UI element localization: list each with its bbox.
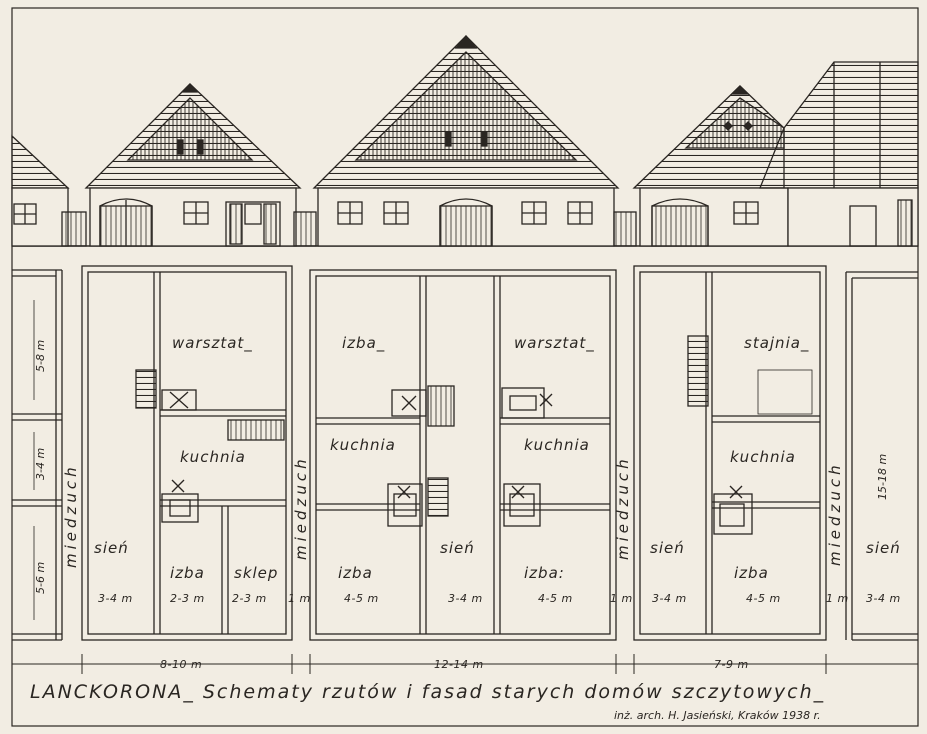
dim-gap-3: 1 m [826, 592, 849, 605]
facade-house-3 [632, 85, 789, 247]
dim-depth-15-18: 15-18 m [876, 454, 889, 500]
facade-house-left-partial [11, 134, 87, 247]
dim-p3-izba: 4-5 m [746, 592, 781, 605]
dim-gap-2: 1 m [610, 592, 633, 605]
room-label-izba-2: izba_ [342, 334, 385, 353]
room-label-izba-1: izba [170, 564, 205, 582]
room-label-kuchnia-2a: kuchnia [330, 436, 396, 454]
plan-left-partial [12, 269, 63, 641]
miedzuch-label-2: miedzuch [292, 455, 310, 560]
room-label-warsztat-1: warsztat_ [172, 334, 253, 353]
plan-house-1 [81, 265, 293, 641]
plan-right-partial [845, 271, 918, 641]
dim-p2-izba-b: 4-5 m [538, 592, 573, 605]
dim-depth-5-8: 5-8 m [34, 340, 47, 372]
room-label-izba-2b: izba [338, 564, 373, 582]
room-label-stajnia-3: stajnia_ [744, 334, 809, 353]
miedzuch-label-1: miedzuch [62, 463, 80, 568]
dim-gap-1: 1 m [288, 592, 311, 605]
dim-p1-sklep: 2-3 m [232, 592, 267, 605]
miedzuch-label-3: miedzuch [614, 455, 632, 560]
miedzuch-label-4: miedzuch [826, 461, 844, 566]
room-label-kuchnia-3: kuchnia [730, 448, 796, 466]
room-label-sien-3: sień [650, 539, 685, 557]
plan-house-2 [309, 269, 617, 641]
dim-p1-sien: 3-4 m [98, 592, 133, 605]
dim-p3-sien: 3-4 m [652, 592, 687, 605]
facade-row [11, 34, 919, 247]
room-label-sklep-1: sklep [234, 564, 278, 582]
dim-width-house-1: 8-10 m [160, 658, 202, 671]
room-label-kuchnia-1: kuchnia [180, 448, 246, 466]
drawing-signature: inż. arch. H. Jasieński, Kraków 1938 r. [614, 709, 821, 722]
facade-house-4 [759, 61, 919, 247]
dim-depth-5-6: 5-6 m [34, 562, 47, 594]
room-label-izba-3: izba [734, 564, 769, 582]
floor-plans [12, 265, 918, 674]
plan-house-3 [633, 265, 827, 641]
room-label-kuchnia-2b: kuchnia [524, 436, 590, 454]
room-label-sien-4: sień [866, 539, 901, 557]
dim-width-house-2: 12-14 m [434, 658, 484, 671]
facade-house-1 [84, 83, 317, 247]
sheet-frame [11, 7, 919, 727]
room-label-izba-2c: izba: [524, 564, 565, 582]
dim-depth-3-4: 3-4 m [34, 448, 47, 480]
dim-p2-sien: 3-4 m [448, 592, 483, 605]
dim-p4-sien: 3-4 m [866, 592, 901, 605]
room-label-sien-1: sień [94, 539, 129, 557]
labels: warsztat_ izba_ warsztat_ stajnia_ kuchn… [30, 334, 901, 722]
room-label-warsztat-2: warsztat_ [514, 334, 595, 353]
drawing-title: LANCKORONA_ Schematy rzutów i fasad star… [30, 681, 825, 703]
dim-p1-izba: 2-3 m [170, 592, 205, 605]
facade-house-2 [312, 34, 637, 247]
room-label-sien-2: sień [440, 539, 475, 557]
dim-width-house-3: 7-9 m [714, 658, 749, 671]
dim-p2-izba: 4-5 m [344, 592, 379, 605]
